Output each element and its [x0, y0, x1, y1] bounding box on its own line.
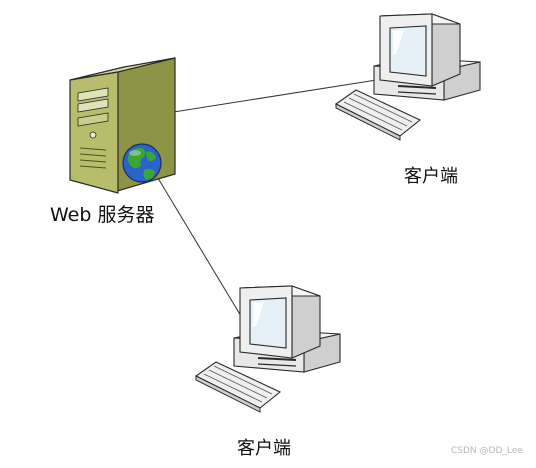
globe-icon: [122, 143, 162, 183]
watermark: CSDN @DD_Lee: [451, 446, 523, 456]
client-label: 客户端: [237, 438, 291, 459]
server-label: Web 服务器: [50, 204, 155, 226]
server-tower-icon: [69, 57, 176, 194]
desktop-computer-icon: [194, 285, 341, 413]
client-label: 客户端: [404, 166, 458, 187]
desktop-computer-icon: [334, 13, 481, 141]
